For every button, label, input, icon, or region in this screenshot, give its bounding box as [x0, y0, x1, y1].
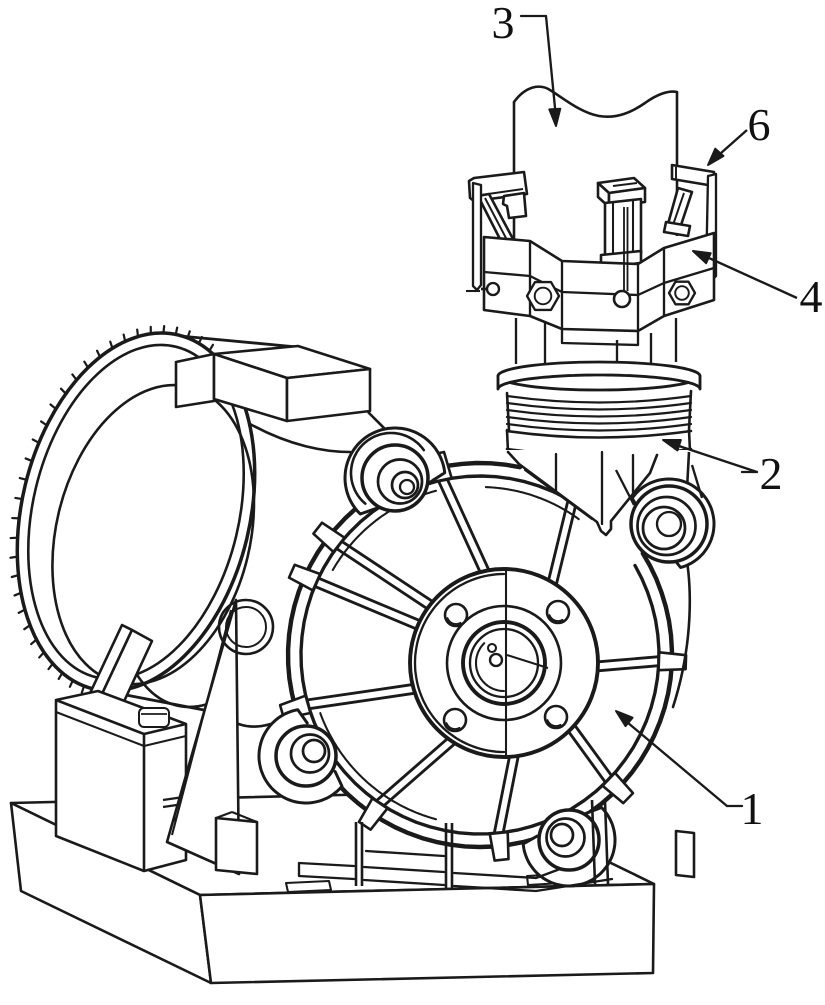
svg-text:6: 6 — [748, 99, 771, 150]
svg-text:3: 3 — [492, 0, 515, 48]
svg-text:1: 1 — [741, 783, 764, 834]
svg-text:2: 2 — [760, 448, 783, 499]
svg-text:4: 4 — [800, 271, 823, 322]
